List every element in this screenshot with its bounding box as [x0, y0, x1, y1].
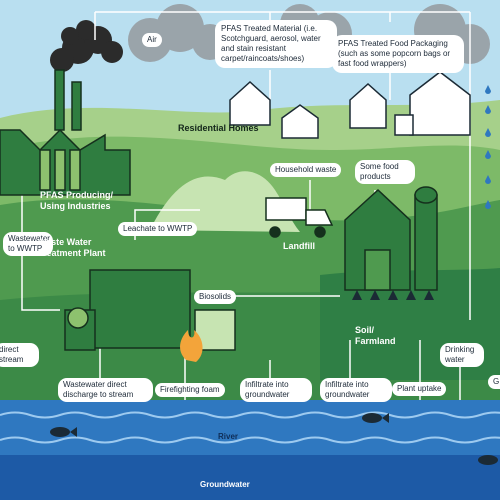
wastewater-to-wwtp-label: Wastewater to WWTP	[3, 232, 53, 256]
some-food-products-label: Some food products	[355, 160, 415, 184]
direct-stream-label: direct stream	[0, 343, 39, 367]
soil-farmland-title: Soil/ Farmland	[355, 325, 396, 346]
firefighting-foam-label: Firefighting foam	[155, 383, 225, 397]
residential-homes-title: Residential Homes	[178, 123, 259, 133]
air-label: Air	[142, 33, 162, 47]
fire-icon	[180, 330, 203, 362]
river-title: River	[218, 432, 239, 441]
landfill-title: Landfill	[283, 241, 315, 251]
infiltrate-label-1: Infiltrate into groundwater	[240, 378, 312, 402]
plant-uptake-label: Plant uptake	[392, 382, 447, 396]
river-waves	[0, 411, 500, 444]
wwtp-title: Waste Water Treatment Plant	[38, 237, 106, 258]
crop-icon	[352, 290, 434, 300]
factory-icon	[0, 69, 131, 196]
river-band	[0, 400, 500, 455]
wastewater-direct-label: Wastewater direct discharge to stream	[58, 378, 153, 402]
groundwater-title: Groundwater	[200, 480, 250, 489]
barn-icon	[344, 188, 411, 291]
landfill-mound	[150, 171, 300, 232]
right-edge-label: G &	[488, 375, 500, 389]
biosolids-label: Biosolids	[194, 290, 237, 304]
garbage-truck-icon	[265, 197, 334, 238]
rain-icon	[485, 85, 491, 209]
groundwater-band	[0, 455, 500, 500]
silo-icon	[414, 186, 438, 291]
fish-icon	[50, 413, 498, 465]
pfas-treated-material-label: PFAS Treated Material (i.e. Scotchguard,…	[215, 20, 337, 68]
smoke-cloud-icon	[50, 20, 123, 72]
leachate-label: Leachate to WWTP	[118, 222, 198, 236]
household-waste-label: Household waste	[270, 163, 342, 177]
industries-title: PFAS Producing/ Using Industries	[40, 190, 114, 211]
infiltrate-label-2: Infiltrate into groundwater	[320, 378, 392, 402]
drinking-water-label: Drinking water	[440, 343, 484, 367]
house-icon	[229, 71, 471, 139]
pfas-food-packaging-label: PFAS Treated Food Packaging (such as som…	[332, 35, 464, 73]
